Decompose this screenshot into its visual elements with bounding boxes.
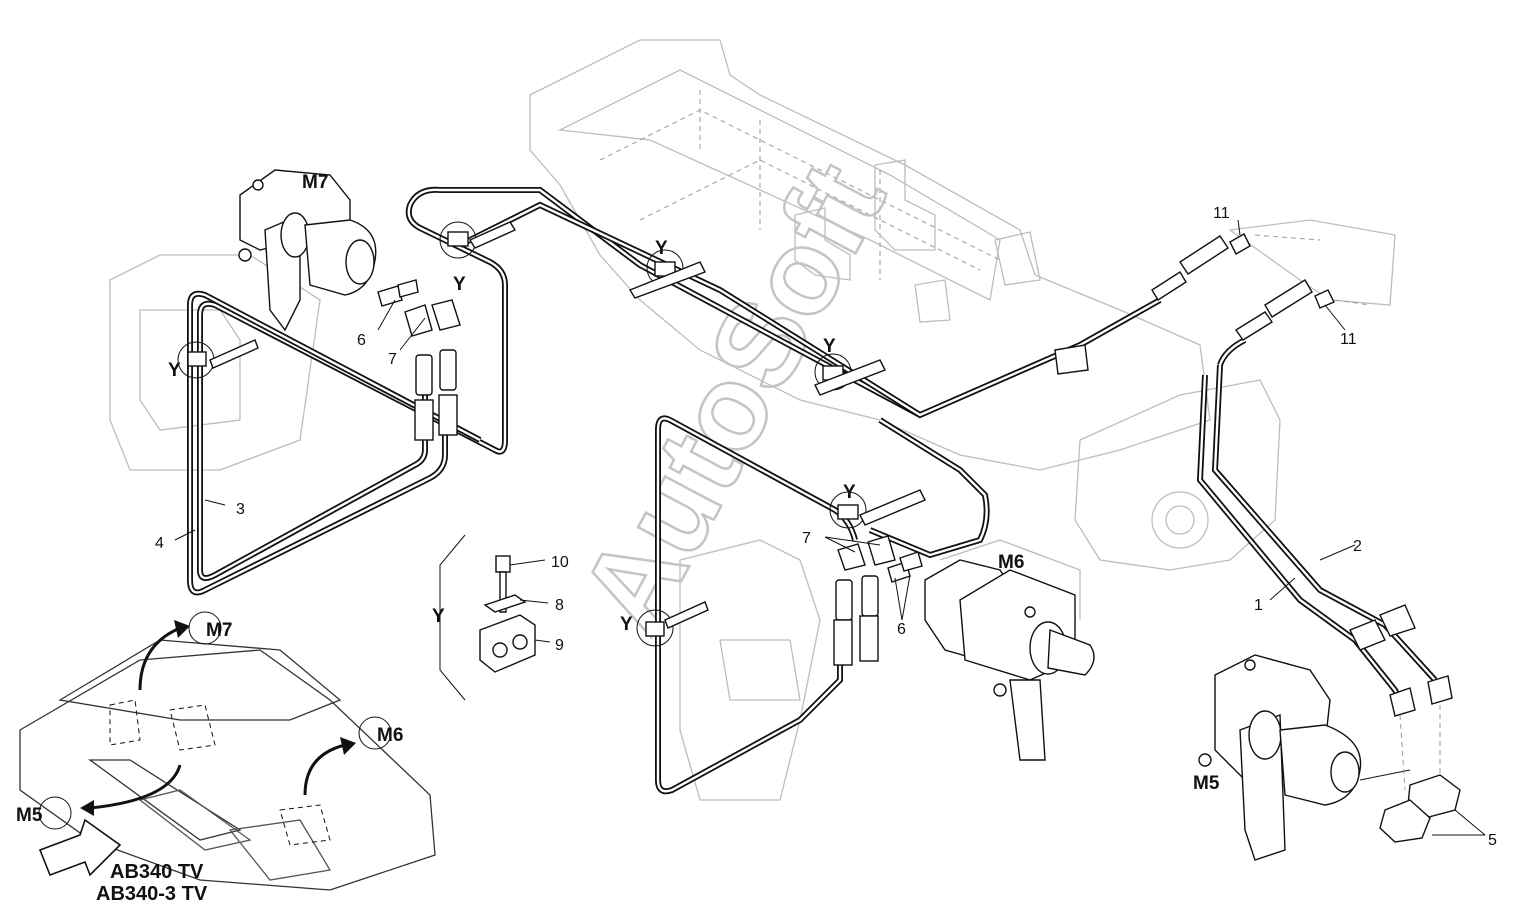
y-marker-3: Y bbox=[655, 238, 668, 259]
fittings bbox=[377, 233, 1461, 843]
motor-m5 bbox=[1198, 654, 1411, 861]
clamp-bolt-head bbox=[495, 555, 511, 573]
callout-4: 4 bbox=[155, 535, 164, 552]
hose-1 bbox=[1196, 374, 1403, 702]
motor-m7 bbox=[238, 169, 377, 332]
callout-6a: 6 bbox=[357, 332, 366, 349]
watermark-text: AutoSoft bbox=[555, 142, 911, 652]
callout-8: 8 bbox=[555, 597, 564, 614]
inset-m7-label: M7 bbox=[206, 620, 232, 641]
hose-middle-2 bbox=[868, 417, 990, 559]
callout-11a: 11 bbox=[1213, 205, 1230, 222]
motor-m6 bbox=[924, 559, 1095, 761]
y-marker-4: Y bbox=[823, 336, 836, 357]
callout-7b: 7 bbox=[802, 530, 811, 547]
inset-m6-label: M6 bbox=[377, 725, 403, 746]
inset-m5-label: M5 bbox=[16, 805, 43, 826]
model-name-1: AB340 TV bbox=[110, 861, 204, 883]
hose-to-11-lower bbox=[1217, 337, 1247, 367]
clamp-markers bbox=[177, 221, 1089, 647]
callout-10: 10 bbox=[551, 554, 569, 571]
y-marker-detail: Y bbox=[432, 606, 445, 627]
motor-m5-label: M5 bbox=[1193, 773, 1220, 794]
callout-9: 9 bbox=[555, 637, 564, 654]
detail-y bbox=[439, 534, 551, 701]
machine-frame bbox=[109, 39, 1396, 801]
y-marker-2: Y bbox=[168, 360, 181, 381]
callout-6b: 6 bbox=[897, 621, 906, 638]
hose-4 bbox=[187, 290, 482, 596]
motor-m6-label: M6 bbox=[998, 552, 1024, 573]
y-marker-1: Y bbox=[453, 274, 466, 295]
callout-5: 5 bbox=[1488, 832, 1497, 849]
labels: M7 M6 M5 Y Y Y Y Y Y Y 2 1 3 4 5 6 6 7 7… bbox=[16, 172, 1497, 905]
view-arrow bbox=[38, 818, 122, 877]
callout-1: 1 bbox=[1254, 597, 1263, 614]
y-marker-6: Y bbox=[620, 614, 633, 635]
callout-2: 2 bbox=[1353, 538, 1362, 555]
callout-11b: 11 bbox=[1340, 331, 1357, 348]
leader-lines bbox=[174, 219, 1486, 836]
callout-3: 3 bbox=[236, 501, 245, 518]
callout-7a: 7 bbox=[388, 351, 397, 368]
overview-inset bbox=[19, 611, 436, 891]
hose-lines bbox=[187, 186, 1438, 795]
model-name-2: AB340-3 TV bbox=[96, 883, 208, 905]
clamp-circle-6 bbox=[636, 609, 674, 647]
y-marker-5: Y bbox=[843, 482, 856, 503]
clamp-circle-5 bbox=[829, 491, 867, 529]
motor-m7-label: M7 bbox=[302, 172, 328, 193]
